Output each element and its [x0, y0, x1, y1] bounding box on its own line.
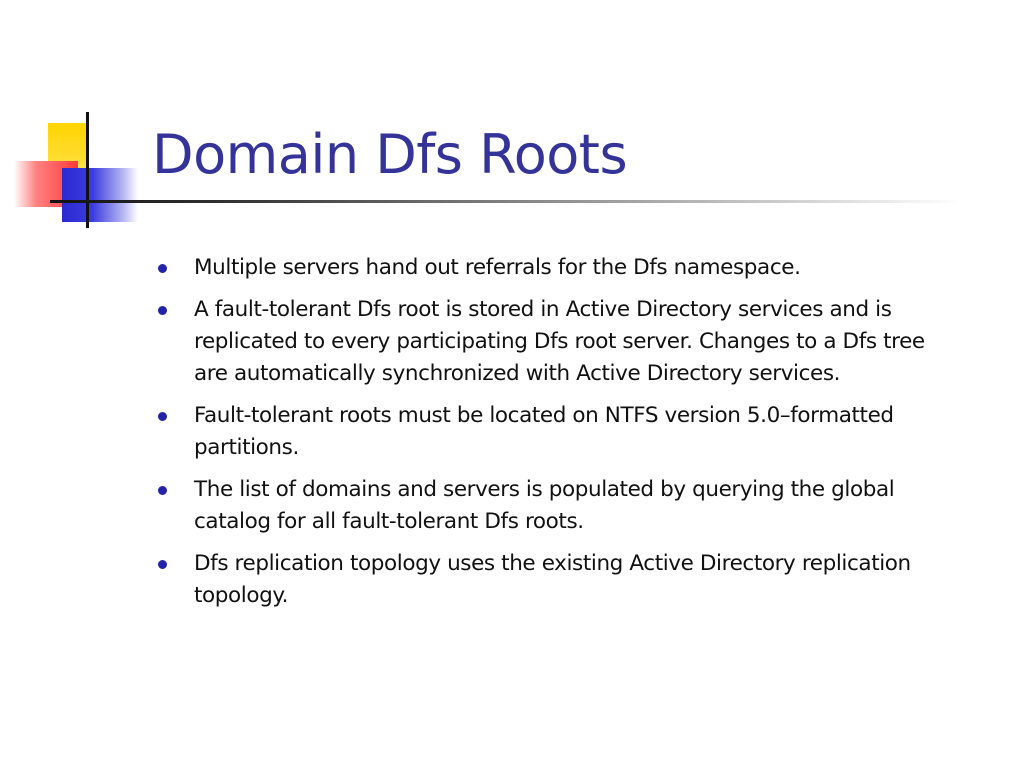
- bullet-list: Multiple servers hand out referrals for …: [158, 252, 948, 622]
- slide-logo-decoration: [0, 0, 160, 240]
- bullet-item: The list of domains and servers is popul…: [158, 474, 948, 538]
- bullet-dot-icon: [158, 412, 167, 421]
- bullet-text: Multiple servers hand out referrals for …: [194, 255, 801, 280]
- blue-square-decoration: [62, 168, 138, 222]
- bullet-item: A fault-tolerant Dfs root is stored in A…: [158, 294, 948, 390]
- bullet-dot-icon: [158, 560, 167, 569]
- bullet-text: A fault-tolerant Dfs root is stored in A…: [194, 297, 925, 386]
- bullet-dot-icon: [158, 264, 167, 273]
- bullet-item: Dfs replication topology uses the existi…: [158, 548, 948, 612]
- bullet-item: Multiple servers hand out referrals for …: [158, 252, 948, 284]
- bullet-text: Dfs replication topology uses the existi…: [194, 551, 911, 608]
- bullet-item: Fault-tolerant roots must be located on …: [158, 400, 948, 464]
- bullet-dot-icon: [158, 486, 167, 495]
- slide-title: Domain Dfs Roots: [152, 123, 628, 186]
- vertical-rule: [86, 112, 89, 228]
- bullet-text: Fault-tolerant roots must be located on …: [194, 403, 894, 460]
- bullet-dot-icon: [158, 306, 167, 315]
- title-underline-rule: [50, 200, 962, 203]
- bullet-text: The list of domains and servers is popul…: [194, 477, 895, 534]
